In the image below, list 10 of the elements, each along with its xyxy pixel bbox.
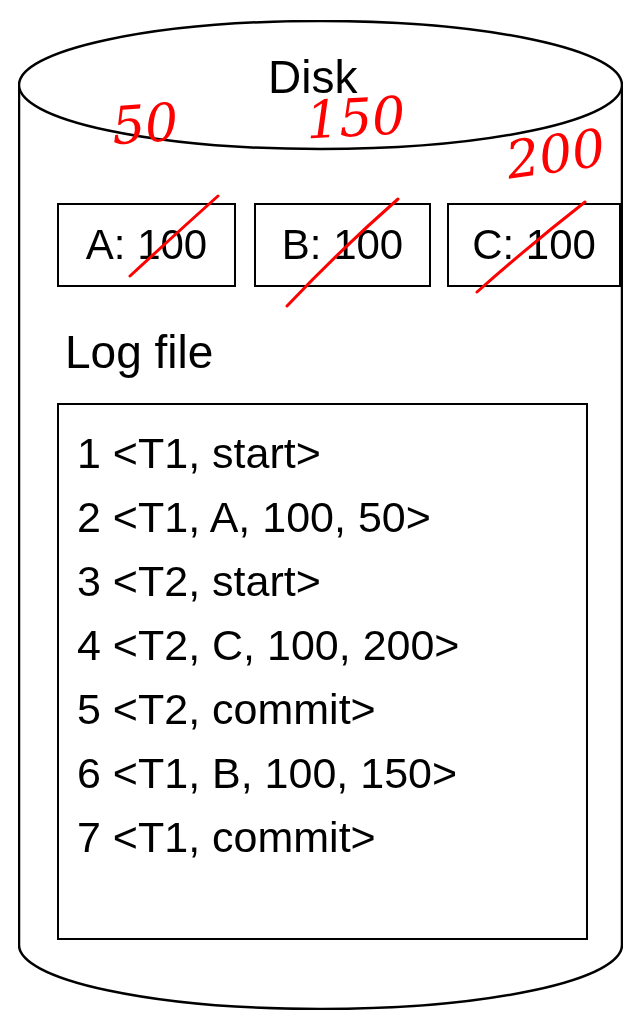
log-entry: 5 <T2, commit> [77, 684, 376, 735]
log-entry: 2 <T1, A, 100, 50> [77, 492, 431, 543]
log-entry: 3 <T2, start> [77, 556, 321, 607]
handwritten-value: 50 [110, 95, 180, 153]
log-entry: 1 <T1, start> [77, 428, 321, 479]
log-entry: 4 <T2, C, 100, 200> [77, 620, 460, 671]
value-box: C: 100 [447, 203, 621, 287]
handwritten-value: 200 [502, 121, 609, 187]
log-entry: 7 <T1, commit> [77, 812, 376, 863]
log-entry: 6 <T1, B, 100, 150> [77, 748, 458, 799]
